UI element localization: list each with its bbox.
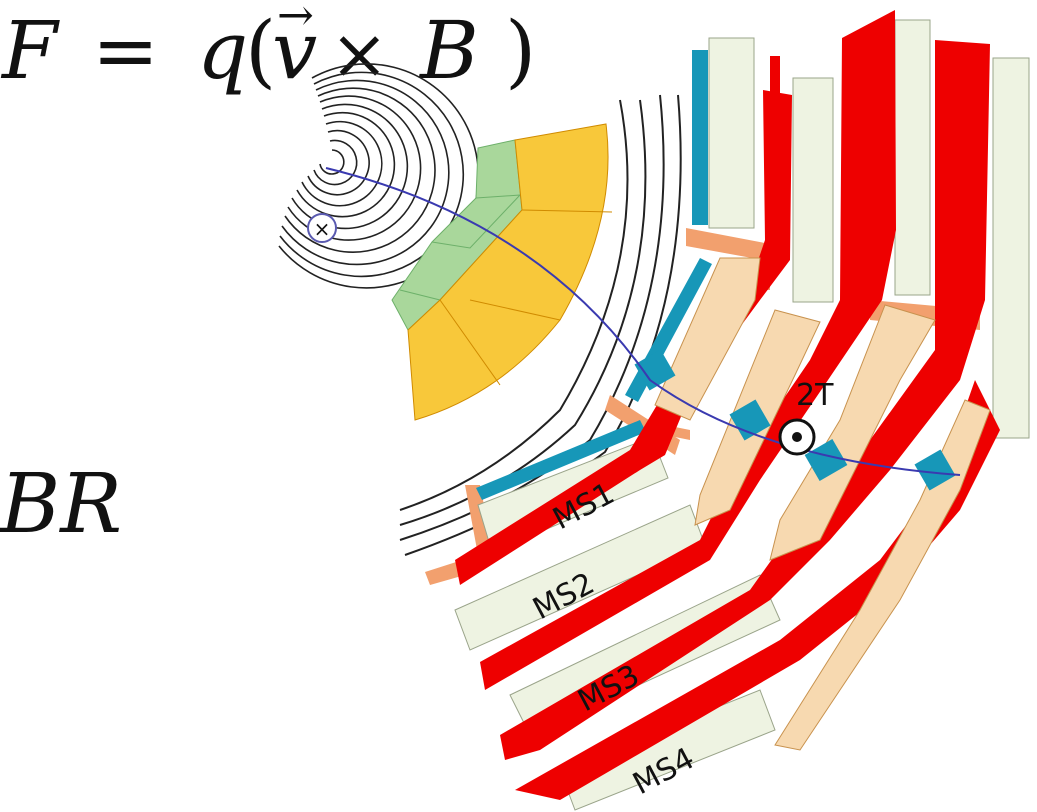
track-hits <box>634 349 956 491</box>
into-page-marker <box>307 213 337 243</box>
eq-vector-arrow: → <box>277 0 314 41</box>
muon-track <box>325 167 961 476</box>
chamber-top-3 <box>894 19 931 296</box>
eq-close-paren: ) <box>505 4 536 97</box>
eq-F: F <box>0 4 60 97</box>
calorimeter <box>391 123 613 421</box>
lorentz-force-equation: F = q ( v → × B ) <box>0 0 536 97</box>
magnet-3 <box>500 40 990 760</box>
chamber-far <box>774 399 991 751</box>
field-strength-label: 2T <box>796 378 834 413</box>
eq-q: q <box>197 4 248 97</box>
eq-equals: = <box>92 4 159 97</box>
chamber-top-2 <box>792 77 834 303</box>
chamber-outer <box>769 304 936 561</box>
field-marker-dot <box>792 432 802 442</box>
chamber-top-1 <box>708 37 755 229</box>
magnet-2 <box>480 10 896 690</box>
into-page-symbol: × <box>314 217 331 241</box>
eq-open-paren: ( <box>245 4 276 97</box>
chamber-top-4 <box>992 57 1030 439</box>
radius-equation: BR <box>0 457 122 552</box>
eq-v: v <box>272 4 317 97</box>
tracker-rings <box>278 63 480 289</box>
eq-B: B <box>418 4 479 97</box>
